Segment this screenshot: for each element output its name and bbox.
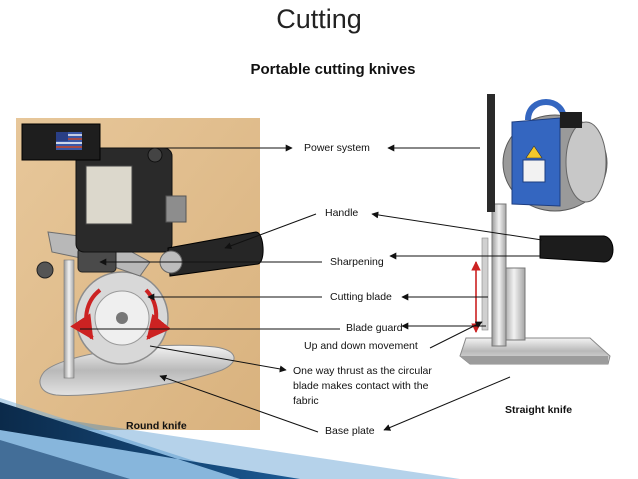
- motor-fan-cover: [565, 121, 607, 203]
- warning-icon: [525, 145, 543, 159]
- straight-blade: [481, 237, 489, 331]
- motor-label: [522, 159, 546, 183]
- label-up-down-movement: Up and down movement: [304, 340, 418, 352]
- label-straight-knife: Straight knife: [505, 404, 573, 416]
- leader-base-plate-right: [383, 376, 511, 431]
- switch-block: [560, 112, 582, 128]
- label-cutting-blade: Cutting blade: [330, 291, 392, 303]
- straight-knife-photo: [459, 94, 614, 365]
- sharpener-rod: [487, 94, 495, 212]
- rotation-arrow-left: [70, 288, 102, 341]
- label-blade-guard: Blade guard: [346, 322, 403, 334]
- annotation-lines: [80, 144, 543, 433]
- leader-handle-left: [224, 213, 317, 250]
- slide-decoration: [0, 398, 460, 479]
- blade-center: [116, 312, 128, 324]
- label-round-knife: Round knife: [126, 420, 187, 432]
- leader-base-plate-left: [159, 374, 319, 433]
- leader-up-down: [429, 321, 483, 349]
- motor-screw: [147, 147, 163, 163]
- label-base-plate: Base plate: [325, 425, 375, 437]
- adjust-knob: [36, 261, 54, 279]
- side-switch: [165, 195, 187, 223]
- label-sharpening: Sharpening: [330, 256, 384, 268]
- round-post: [63, 259, 75, 379]
- page-title: Cutting: [276, 4, 362, 34]
- straight-column: [491, 203, 507, 347]
- label-one-way-thrust: One way thrust as the circular blade mak…: [293, 365, 432, 407]
- motor-nameplate: [85, 165, 133, 225]
- label-power-system: Power system: [304, 142, 370, 154]
- leader-one-way: [149, 345, 287, 373]
- round-knife-photo: [16, 118, 264, 430]
- label-handle: Handle: [325, 207, 359, 219]
- straight-handle: [539, 235, 614, 263]
- page-subtitle: Portable cutting knives: [250, 61, 416, 78]
- leader-handle-right: [371, 211, 543, 241]
